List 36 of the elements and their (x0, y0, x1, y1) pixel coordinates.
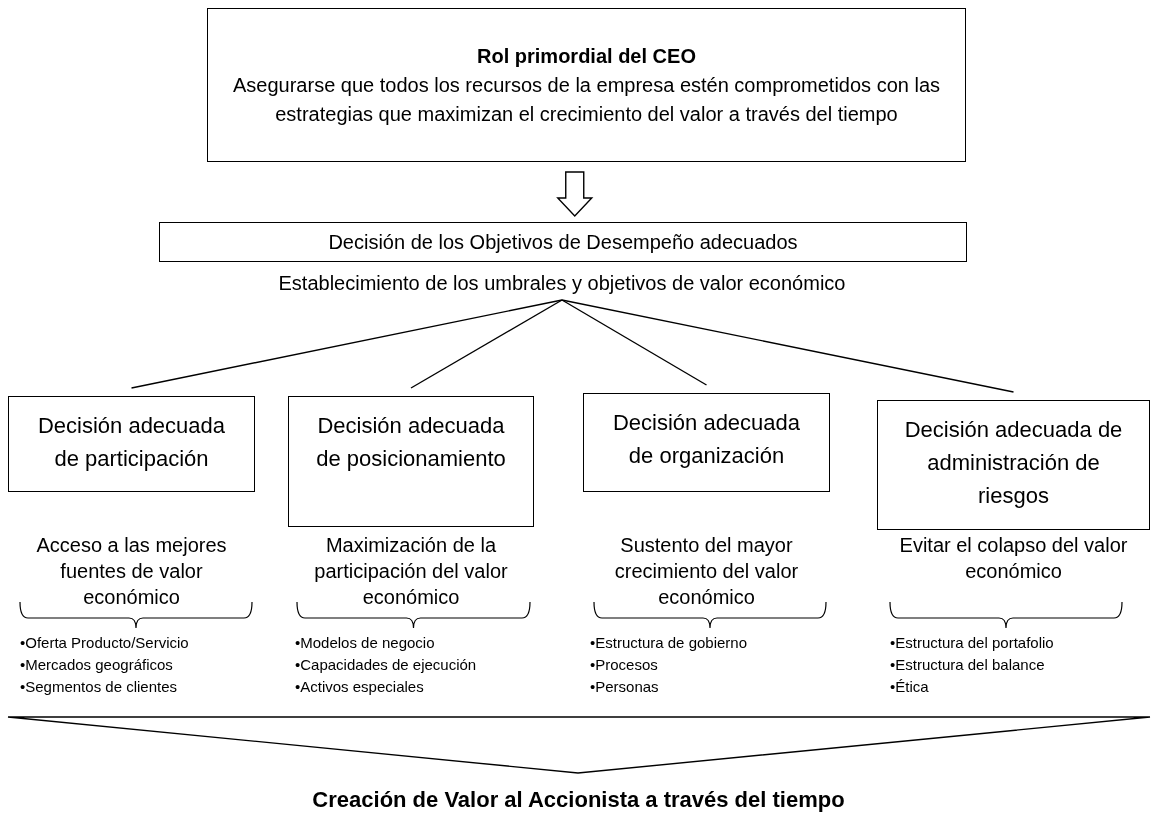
bullet-item: •Estructura del balance (890, 655, 1045, 675)
description-text: Evitar el colapso del valor económico (898, 533, 1129, 584)
box-text: Decisión de los Objetivos de Desempeño adecuados (328, 229, 798, 255)
box-heading: Rol primordial del CEO (477, 43, 696, 69)
bullet-item: •Procesos (590, 655, 658, 675)
bullet-item: •Activos especiales (295, 677, 424, 697)
bullet-item: •Modelos de negocio (295, 633, 435, 653)
bullet-item: •Capacidades de ejecución (295, 655, 477, 675)
process-box (583, 393, 830, 492)
bullet-item: •Segmentos de clientes (20, 677, 177, 697)
connector-line (410, 299, 563, 389)
caption: Creación de Valor al Accionista a través del tiempo (311, 786, 846, 814)
box-text: Asegurarse que todos los recursos de la empresa estén comprometidos con las estrategias que maximizan el crecimiento del valor a través del tiempo (232, 72, 941, 127)
connector-line (561, 299, 708, 386)
box-text: Decisión adecuada de participación (36, 412, 227, 473)
box-text: Decisión adecuada de administración de riesgos (903, 416, 1124, 510)
bullet-item: •Personas (590, 677, 659, 697)
process-box (8, 396, 255, 492)
bullet-item: •Estructura del portafolio (890, 633, 1054, 653)
bullet-item: •Estructura de gobierno (590, 633, 747, 653)
bullet-item: •Ética (890, 677, 929, 697)
process-box (207, 8, 966, 162)
description-text: Acceso a las mejores fuentes de valor económico (35, 533, 228, 610)
bullet-item: •Oferta Producto/Servicio (20, 633, 189, 653)
box-text: Decisión adecuada de organización (611, 409, 802, 470)
description-text: Maximización de la participación del valor económico (313, 533, 509, 610)
subheading-text: Establecimiento de los umbrales y objetivos de valor económico (278, 270, 846, 296)
process-box (877, 400, 1150, 530)
process-box (159, 222, 967, 262)
bullet-item: •Mercados geográficos (20, 655, 173, 675)
description-text: Sustento del mayor crecimiento del valor económico (613, 533, 800, 610)
connector-line (561, 299, 1015, 393)
process-box (288, 396, 534, 527)
block-arrow (556, 171, 594, 217)
box-text: Decisión adecuada de posicionamiento (315, 412, 507, 473)
connector-line (130, 299, 563, 389)
